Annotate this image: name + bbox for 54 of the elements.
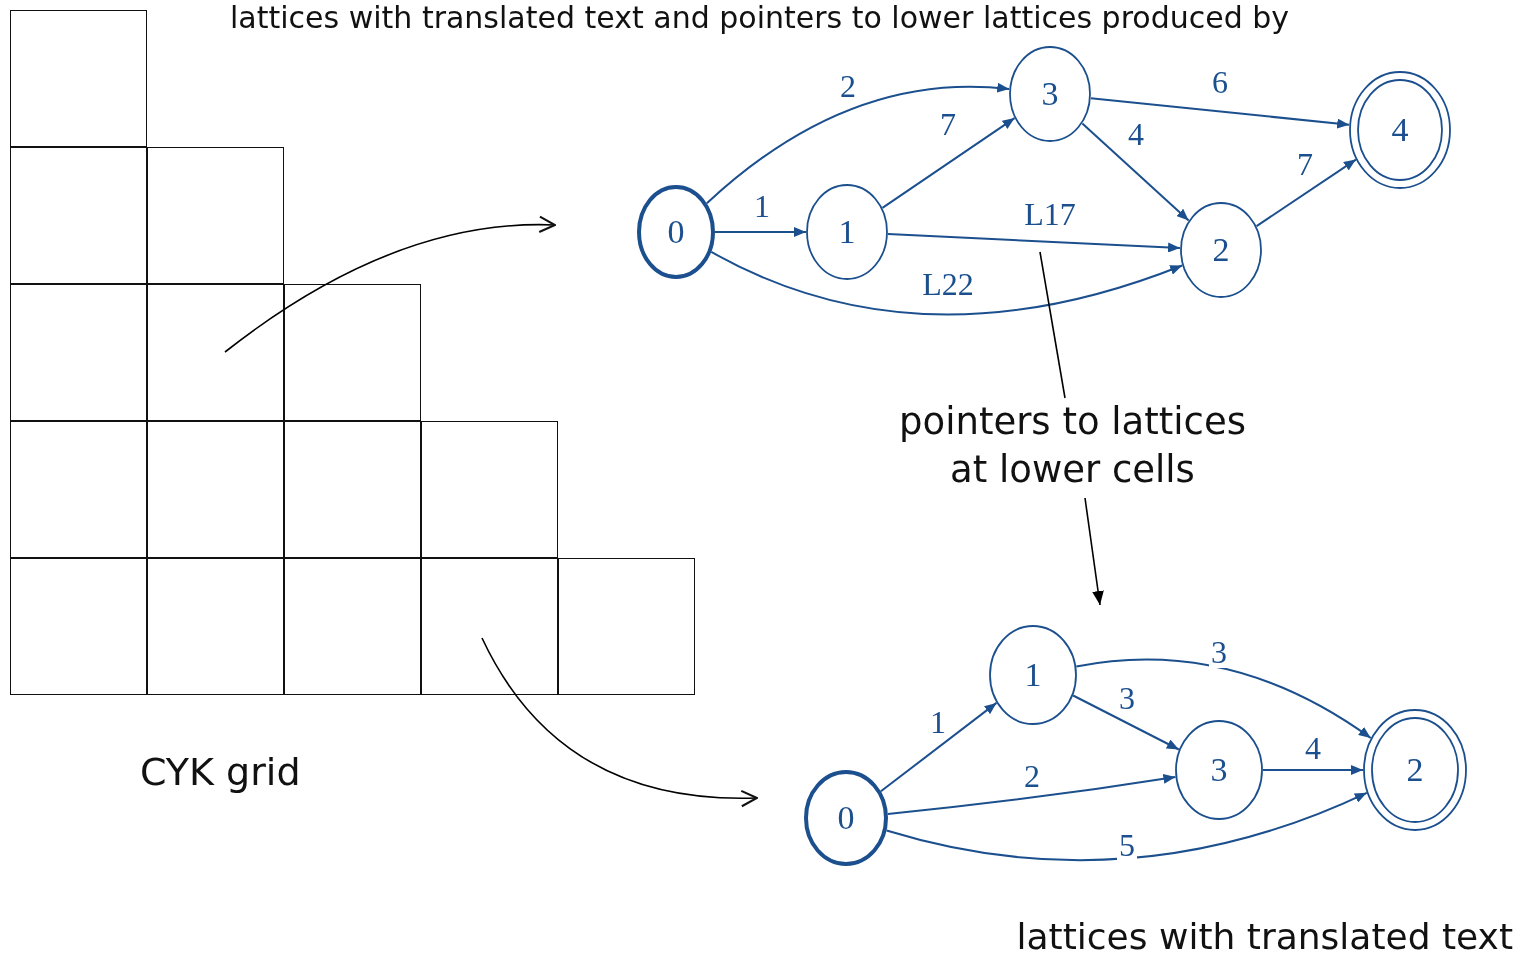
state-number: 0	[836, 801, 856, 835]
state-number: 1	[837, 215, 857, 249]
state-number: 0	[666, 215, 686, 249]
grid-cell	[284, 421, 421, 558]
grid-cell	[10, 10, 147, 147]
grid-cell	[10, 147, 147, 284]
grid-cell	[10, 284, 147, 421]
arrow	[886, 232, 1182, 253]
final-state-circle	[1349, 71, 1451, 189]
arrow	[1072, 694, 1180, 751]
state-number: 3	[1209, 753, 1229, 787]
grid-cell	[10, 421, 147, 558]
start-state-circle	[637, 185, 715, 279]
grid-cell	[147, 147, 284, 284]
arrow	[886, 773, 1177, 815]
start-state-circle	[804, 770, 888, 866]
state-number: 2	[1211, 233, 1231, 267]
arrow	[1262, 765, 1364, 775]
grid-cell	[147, 558, 284, 695]
grid-cell	[421, 421, 558, 558]
arrow	[705, 83, 1011, 205]
state-circle	[1180, 202, 1262, 298]
state-number: 4	[1390, 113, 1410, 147]
figure-label: lattices with translated text	[1016, 915, 1513, 959]
arrow	[879, 701, 998, 793]
arrow	[1084, 497, 1104, 606]
state-number: 3	[1040, 77, 1060, 111]
figure-label: CYK grid	[140, 750, 301, 796]
annotation-text: pointers to lattices at lower cells	[880, 398, 1265, 495]
arrow	[1089, 97, 1351, 129]
arrow	[224, 216, 557, 353]
grid-cell	[284, 558, 421, 695]
state-circle	[806, 184, 888, 280]
grid-cell	[284, 284, 421, 421]
arrow	[714, 227, 807, 237]
state-number: 2	[1405, 753, 1425, 787]
caption-text: lattices with translated text and pointers to lower lattices produced by	[230, 0, 1290, 36]
arrow	[710, 250, 1184, 316]
arrow	[1255, 158, 1357, 228]
grid-cell	[421, 558, 558, 695]
grid-cell	[10, 558, 147, 695]
grid-cell	[558, 558, 695, 695]
grid-cell	[147, 421, 284, 558]
final-state-circle	[1363, 709, 1467, 831]
arrow	[885, 791, 1368, 862]
arrow	[1081, 122, 1190, 222]
state-number: 1	[1023, 658, 1043, 692]
state-circle	[1009, 46, 1091, 142]
grid-cell	[147, 284, 284, 421]
arrow	[881, 117, 1016, 209]
state-circle	[1175, 720, 1263, 820]
arrow	[481, 637, 759, 807]
arrow	[1075, 658, 1372, 739]
state-circle	[989, 625, 1077, 725]
